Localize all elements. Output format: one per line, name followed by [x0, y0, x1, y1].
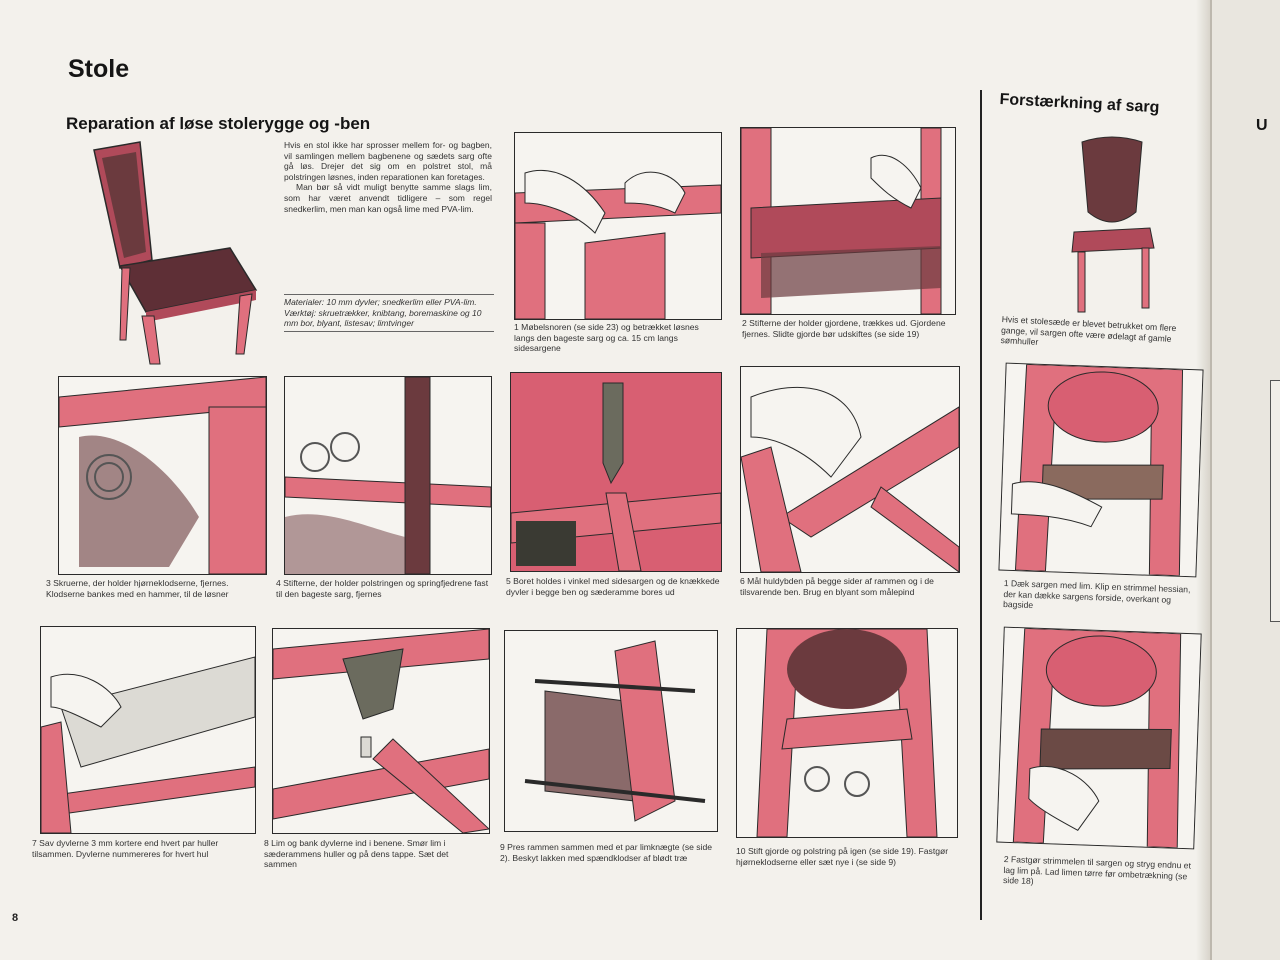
materials-text: Materialer: 10 mm dyvler; snedkerlim ell…: [284, 297, 477, 307]
step-8-illustration: [272, 628, 490, 834]
intro-paragraph-1: Hvis en stol ikke har sprosser mellem fo…: [284, 140, 492, 182]
step-8-caption: 8 Lim og bank dyvlerne ind i benene. Smø…: [264, 838, 449, 870]
column-divider: [980, 90, 982, 920]
step-1-caption: 1 Møbelsnoren (se side 23) og betrækket …: [514, 322, 699, 354]
side-step-1-illustration: [998, 362, 1204, 578]
tools-text: Værktøj: skruetrækker, knibtang, boremas…: [284, 307, 482, 329]
materials-box: Materialer: 10 mm dyvler; snedkerlim ell…: [284, 294, 494, 332]
section-title: Reparation af løse stolerygge og -ben: [66, 114, 371, 133]
step-9-caption: 9 Pres rammen sammen med et par limknægt…: [500, 842, 713, 863]
step-9-illustration: [504, 630, 718, 832]
intro-paragraph-2: Man bør så vidt muligt benytte samme sla…: [284, 182, 492, 214]
side-step-2-illustration: [996, 626, 1202, 850]
page-number: 8: [12, 912, 19, 924]
right-page-edge: [1210, 0, 1280, 960]
step-5-illustration: [510, 372, 722, 572]
step-2-caption: 2 Stifterne der holder gjordene, trækkes…: [742, 318, 946, 339]
step-1-illustration: [514, 132, 722, 320]
step-10-illustration: [736, 628, 958, 838]
step-3-illustration: [58, 376, 267, 575]
step-4-caption: 4 Stifterne, der holder polstringen og s…: [276, 578, 489, 599]
step-7-caption: 7 Sav dyvlerne 3 mm kortere end hvert pa…: [32, 838, 219, 859]
intro-text: Hvis en stol ikke har sprosser mellem fo…: [284, 140, 492, 214]
chair-illustration: [93, 141, 258, 365]
page-title: Stole: [68, 55, 130, 83]
step-3-caption: 3 Skruerne, der holder hjørneklodserne, …: [46, 578, 229, 599]
step-5-caption: 5 Boret holdes i vinkel med sidesargen o…: [506, 576, 720, 597]
step-2-illustration: [740, 127, 956, 315]
step-7-illustration: [40, 626, 256, 834]
step-10-caption: 10 Stift gjorde og polstring på igen (se…: [736, 846, 949, 867]
step-4-illustration: [284, 376, 492, 575]
right-page-table-fragment: [1270, 380, 1280, 622]
book-spine: [1196, 0, 1210, 960]
step-6-caption: 6 Mål huldybden på begge sider af rammen…: [740, 576, 934, 597]
right-chair-illustration: [1071, 136, 1155, 313]
right-page-title-fragment: U: [1256, 117, 1268, 134]
step-6-illustration: [740, 366, 960, 573]
